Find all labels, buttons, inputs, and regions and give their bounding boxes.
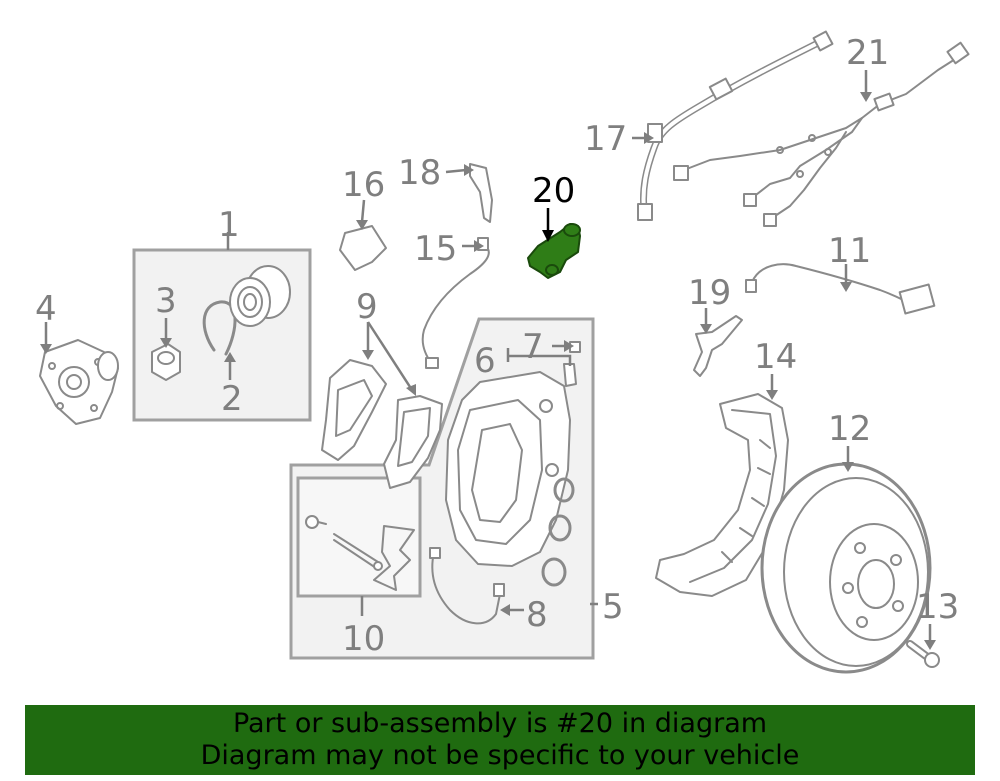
part-11-sensor-cable — [745, 263, 936, 315]
part-18-bracket — [469, 163, 493, 223]
callout-16: 16 — [342, 165, 385, 205]
part-17-brake-hose — [637, 30, 834, 221]
part-1-bearing — [229, 265, 291, 327]
callout-6: 6 — [474, 341, 496, 381]
info-banner: Part or sub-assembly is #20 in diagram D… — [25, 705, 975, 775]
callout-20: 20 — [532, 171, 575, 211]
callout-11: 11 — [828, 231, 871, 271]
callout-21: 21 — [846, 33, 889, 73]
banner-line-1: Part or sub-assembly is #20 in diagram — [232, 708, 768, 739]
part-13-bolt — [906, 640, 940, 668]
banner-line-2: Diagram may not be specific to your vehi… — [200, 740, 800, 771]
part-19-bracket — [693, 315, 743, 377]
leader-lines — [40, 70, 936, 650]
part-5-caliper — [445, 371, 571, 567]
part-12-brake-disc — [760, 462, 932, 674]
part-8-pipe — [429, 547, 505, 625]
callout-8: 8 — [526, 595, 548, 635]
callout-1: 1 — [218, 205, 240, 245]
callout-9: 9 — [356, 287, 378, 327]
callout-13: 13 — [916, 587, 959, 627]
group-box-10 — [296, 476, 422, 598]
callout-10: 10 — [342, 619, 385, 659]
part-6-7-bleeder — [563, 341, 581, 387]
callout-4: 4 — [35, 289, 57, 329]
callout-3: 3 — [155, 281, 177, 321]
callout-18: 18 — [398, 153, 441, 193]
part-3-nut — [151, 343, 181, 381]
part-21-sensor-harness — [673, 41, 970, 227]
part-4-hub — [39, 339, 119, 425]
parts-diagram: 1 2 3 4 5 6 7 8 9 10 11 12 13 14 15 16 1… — [35, 30, 970, 674]
callout-15: 15 — [414, 229, 457, 269]
part-2-snap-ring — [202, 300, 237, 356]
callout-19: 19 — [688, 273, 731, 313]
part-20-highlighted-sensor — [527, 223, 581, 279]
callout-14: 14 — [754, 337, 797, 377]
callout-7: 7 — [522, 327, 544, 367]
part-14-splash-shield — [655, 393, 789, 597]
callout-2: 2 — [221, 379, 243, 419]
callout-17: 17 — [584, 119, 627, 159]
part-10-pin-kit — [305, 515, 415, 591]
part-16-cover — [339, 225, 387, 271]
callout-5: 5 — [602, 587, 624, 627]
callout-12: 12 — [828, 409, 871, 449]
caliper-seals — [541, 477, 575, 587]
part-9-brake-pads — [321, 359, 443, 489]
